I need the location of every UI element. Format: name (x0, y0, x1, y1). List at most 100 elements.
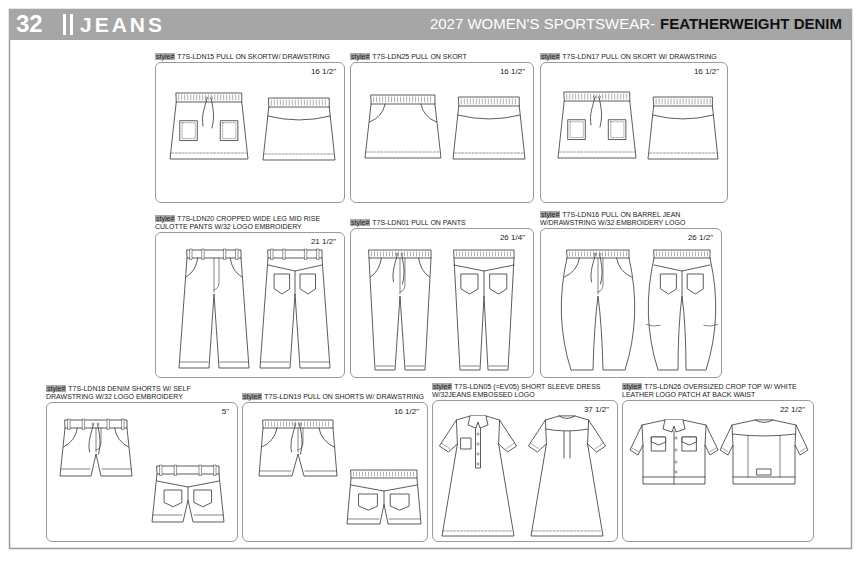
back-yoke (268, 265, 322, 271)
measurement: 22 1/2" (780, 405, 805, 414)
sleeve-hem (530, 443, 603, 449)
hem-cuff (376, 366, 424, 367)
back-pocket (661, 274, 677, 294)
pants-outline (179, 250, 249, 368)
style-heading: style#T7S-LDN05 (=EV05) SHORT SLEEVE DRE… (432, 383, 618, 399)
drawstring (202, 98, 213, 128)
style-name: T7S-LDN15 PULL ON SKORTW/ DRAWSTRING (177, 53, 330, 60)
style-tag: style# (432, 383, 452, 390)
back-pocket (359, 494, 377, 510)
eyelet (299, 423, 301, 425)
front-pocket (371, 258, 382, 277)
belt-loop (68, 419, 70, 430)
eyelet (401, 253, 403, 255)
style-tag: style# (350, 53, 370, 60)
sleeve-hem (722, 448, 806, 452)
back-pocket (274, 274, 289, 294)
back-yoke (454, 265, 514, 271)
drawstring (291, 424, 302, 454)
pants-outline (369, 250, 431, 370)
pants-outline (259, 420, 337, 476)
hem-cuff (260, 471, 336, 472)
collar (468, 416, 488, 428)
style-card: style#T7S-LDN26 OVERSIZED CROP TOP W/ WH… (622, 383, 814, 542)
style-heading: style#T7S-LDN17 PULL ON SKORT W/ DRAWSTR… (540, 53, 728, 61)
hem-stitch (443, 531, 513, 532)
logo-number: 32 (16, 12, 43, 36)
pocket-flap (652, 437, 666, 445)
hem-cuff (180, 362, 248, 363)
waistband-seam (459, 106, 519, 107)
sleeve-hem (441, 443, 514, 449)
card-frame: 5" (46, 402, 238, 542)
style-card: style#T7S-LDN16 PULL ON BARREL JEAN W/DR… (540, 211, 722, 378)
style-tag: style# (155, 215, 175, 222)
armhole-seam (732, 425, 796, 445)
back-yoke (157, 481, 219, 487)
button (477, 443, 479, 445)
center-back-seam (188, 487, 189, 500)
waistband-seam (454, 258, 514, 259)
belt-loop (214, 465, 216, 476)
back-seam (748, 436, 780, 477)
pocket-topstitch (223, 123, 236, 139)
button (675, 449, 677, 451)
back-yoke (733, 434, 796, 436)
drawstring (591, 254, 602, 284)
belt-loop (224, 249, 226, 260)
belt-loop (305, 249, 307, 260)
front-pocket (230, 258, 242, 277)
card-frame: 22 1/2" (622, 400, 814, 542)
hem-cuff (461, 366, 507, 367)
style-card: style#T7S-LDN05 (=EV05) SHORT SLEEVE DRE… (432, 383, 618, 542)
button (477, 463, 479, 465)
center-front (674, 431, 675, 484)
style-card: style#T7S-LDN17 PULL ON SKORT W/ DRAWSTR… (540, 53, 728, 203)
style-heading: style#T7S-LDN20 CROPPED WIDE LEG MID RIS… (155, 215, 327, 231)
chest-pocket (652, 437, 666, 451)
pocket-topstitch (570, 122, 583, 138)
elastic-shirring (457, 252, 511, 256)
hem-stitch (560, 152, 635, 153)
hem-cuff (348, 519, 420, 520)
top-outline (720, 420, 808, 484)
elastic-shirring (657, 252, 708, 256)
leather-patch (757, 469, 771, 475)
front-pocket (565, 258, 580, 277)
eyelet (396, 253, 398, 255)
elastic-shirring (266, 422, 329, 426)
front-pocket (186, 258, 198, 277)
armhole-seam (545, 420, 588, 444)
hem-cuff (153, 515, 223, 516)
style-name: T7S-LDN18 DENIM SHORTS W/ SELF DRAWSTRIN… (46, 385, 191, 400)
top-outline (630, 420, 718, 484)
style-tag: style# (155, 53, 175, 60)
belt-loop (160, 465, 162, 476)
skort-outline (263, 98, 335, 160)
placket (476, 425, 481, 468)
eyelet (206, 97, 208, 99)
skort-outline (365, 95, 441, 158)
measurement: 16 1/2" (500, 67, 525, 76)
elastic-shirring (374, 97, 431, 102)
card-frame: 37 1/2" (432, 400, 618, 542)
style-name: T7S-LDN20 CROPPED WIDE LEG MID RISE CULO… (155, 215, 320, 230)
garment-sketches (60, 92, 808, 536)
waistband-seam (351, 478, 417, 479)
card-frame: 26 1/4" (350, 228, 534, 378)
style-heading: style#T7S-LDN15 PULL ON SKORTW/ DRAWSTRI… (155, 53, 345, 61)
belt-loop (175, 465, 177, 476)
drawstring (393, 254, 404, 284)
style-tag: style# (622, 383, 642, 390)
drawstring (590, 97, 601, 127)
header-bar (9, 9, 852, 40)
front-pocket (419, 258, 430, 277)
front-pocket (262, 428, 277, 447)
pants-outline (60, 420, 132, 476)
eyelet (211, 97, 213, 99)
style-card: style#T7S-LDN19 PULL ON SHORTS W/ DRAWST… (242, 393, 428, 542)
style-card: style#T7S-LDN20 CROPPED WIDE LEG MID RIS… (155, 215, 345, 378)
logo-word: JEANS (80, 14, 165, 35)
elastic-shirring (372, 252, 429, 256)
hem-stitch (367, 152, 440, 153)
